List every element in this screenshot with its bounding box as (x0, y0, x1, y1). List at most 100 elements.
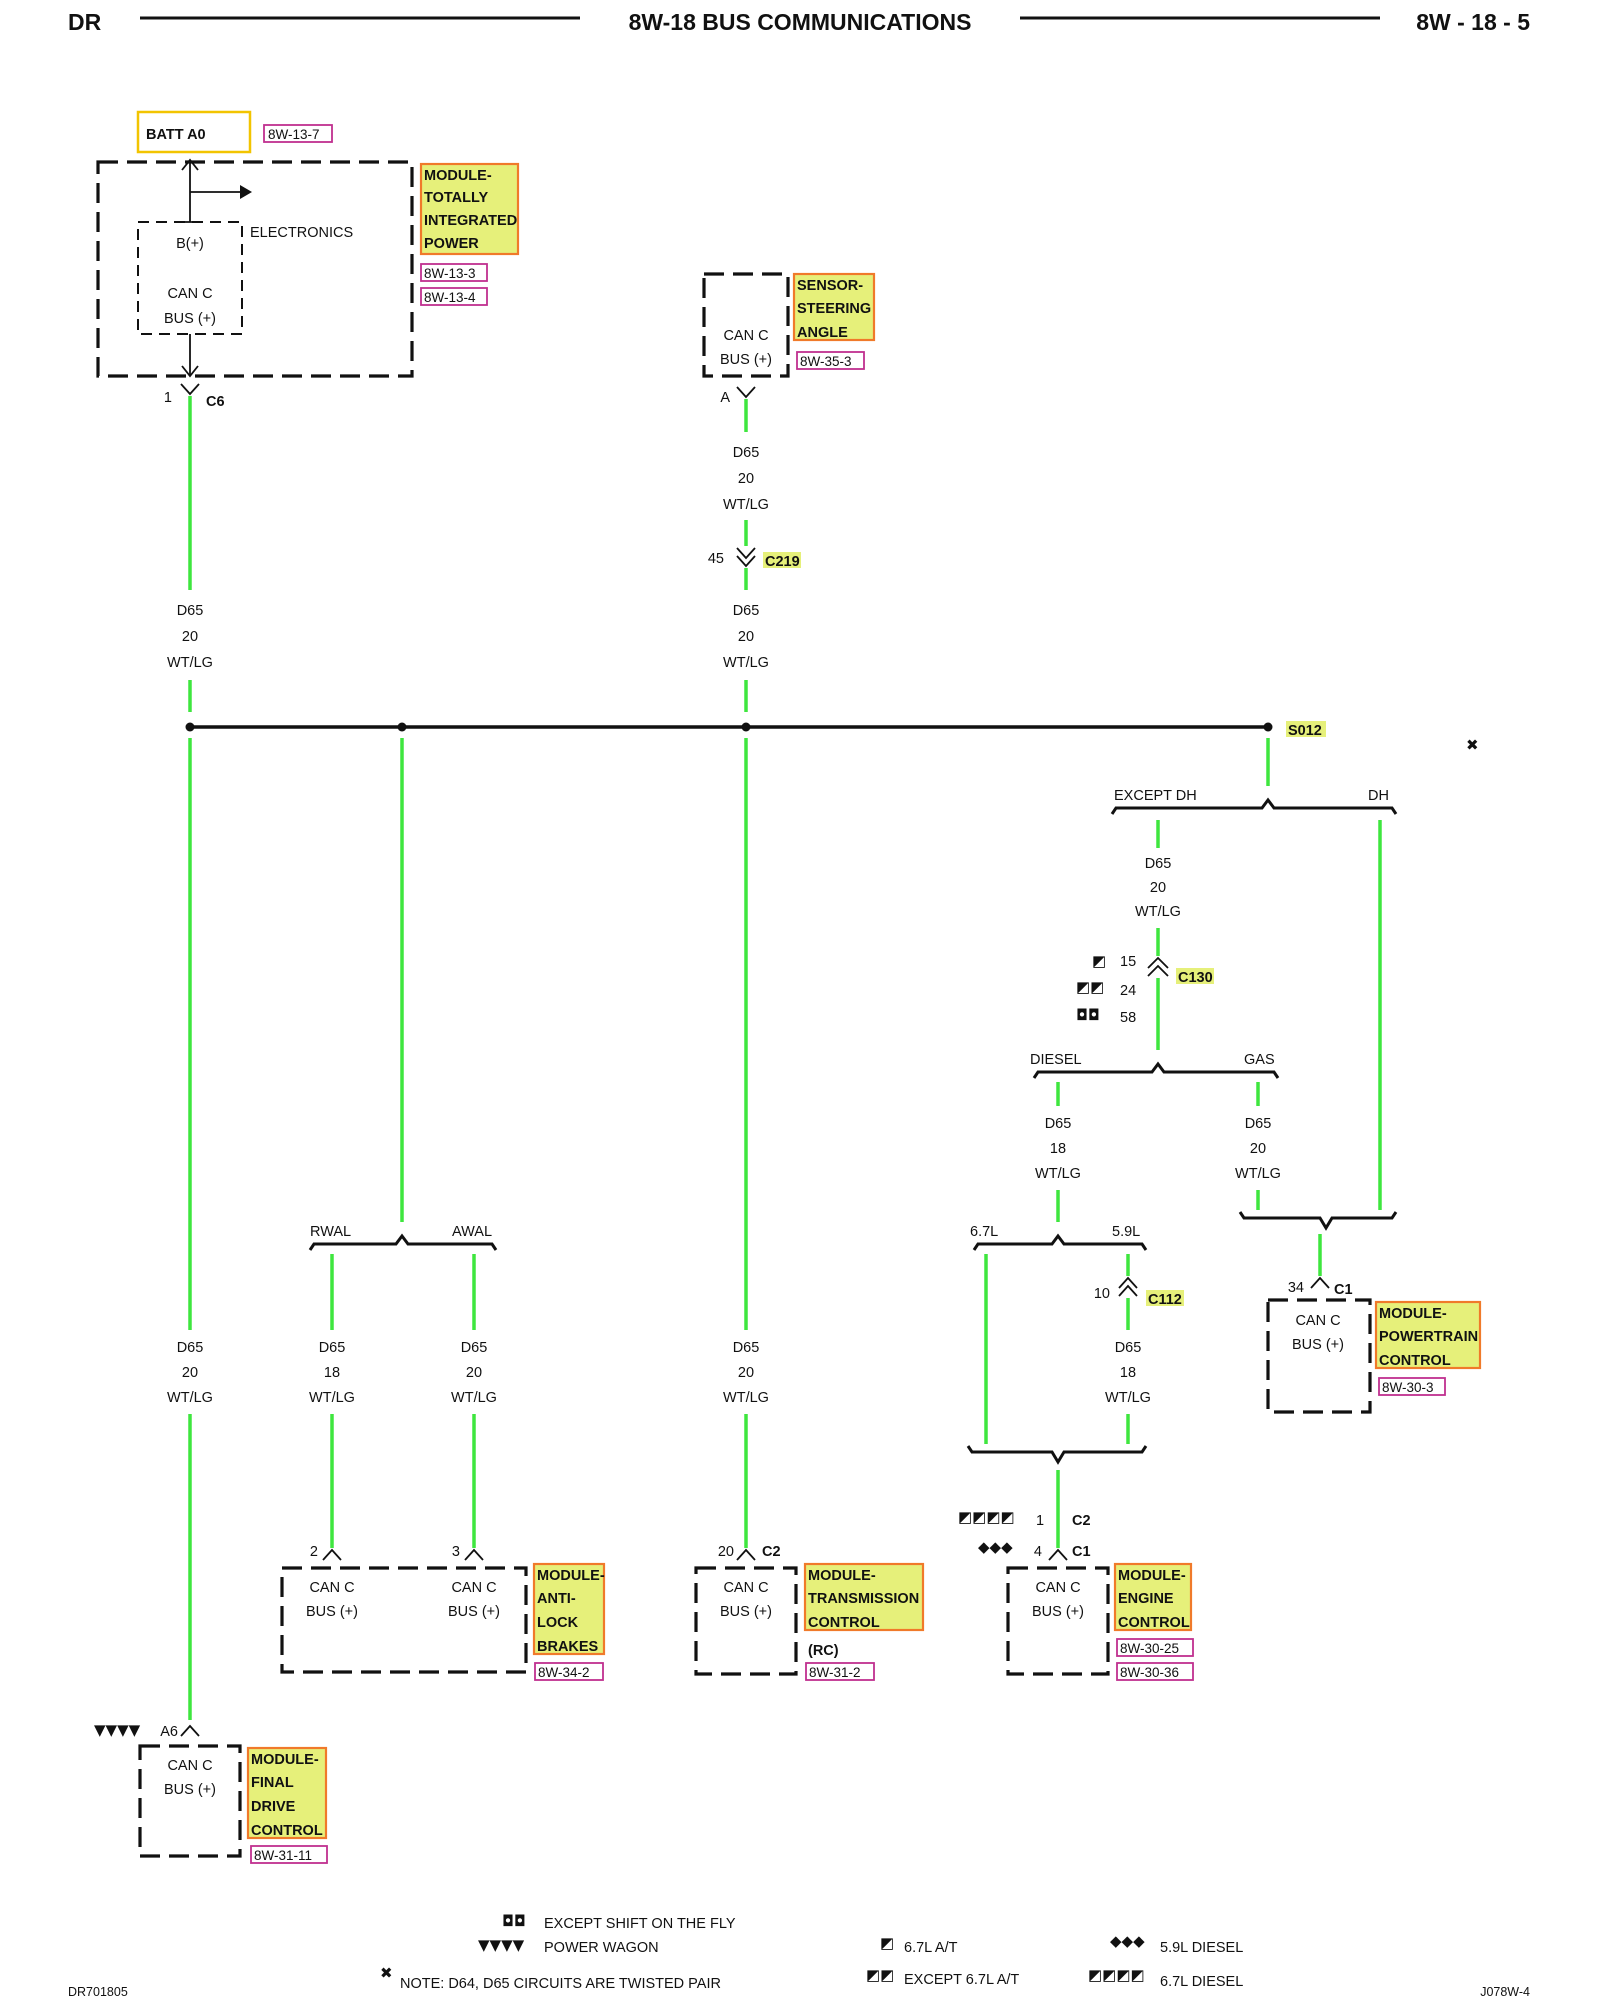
ecm-bus-label: BUS (+) (1032, 1604, 1084, 1620)
note-twisted-icon: ✖ (380, 1964, 393, 1982)
sas-name-1: SENSOR- (797, 278, 863, 294)
c130-pin58-symbol: ◘◘ (1076, 1006, 1100, 1024)
abs-module: 2 3 CAN C BUS (+) CAN C BUS (+) MODULE- … (280, 1544, 606, 1681)
tcm-module: 20 C2 CAN C BUS (+) MODULE- TRANSMISSION… (694, 1544, 925, 1681)
abs-name-4: BRAKES (537, 1639, 599, 1655)
abs-bus-right: BUS (+) (448, 1604, 500, 1620)
sas-name-2: STEERING (797, 301, 871, 317)
exdh-wire-color: WT/LG (1135, 904, 1181, 920)
pcm-merge: 34 C1 (1238, 1211, 1398, 1298)
tcm-connector: C2 (762, 1544, 781, 1560)
abs-ref[interactable]: 8W-34-2 (538, 1665, 590, 1680)
c130-pin24-symbol: ◩◩ (1076, 978, 1104, 996)
tcm-name-2: TRANSMISSION (808, 1591, 919, 1607)
abs-name-1: MODULE- (537, 1568, 605, 1584)
exdh-wire-gauge: 20 (1150, 880, 1166, 896)
sas-name-box (792, 272, 876, 342)
pcm-ref[interactable]: 8W-30-3 (1382, 1380, 1434, 1395)
tipm-name-box (419, 162, 520, 256)
branch-dh: DH (1368, 788, 1389, 804)
pcm-module: CAN C BUS (+) MODULE- POWERTRAIN CONTROL… (1266, 1298, 1482, 1414)
fdcm-ref[interactable]: 8W-31-11 (254, 1848, 312, 1863)
tipm-electronics: ELECTRONICS (250, 225, 353, 241)
tcm-name-1: MODULE- (808, 1568, 876, 1584)
ecm-connector2: C1 (1072, 1544, 1091, 1560)
ecm-outline (1006, 1566, 1110, 1676)
tipm-ref-2[interactable]: 8W-13-4 (424, 290, 476, 305)
tipm-pin: 1 (164, 390, 172, 406)
sas-ref[interactable]: 8W-35-3 (800, 354, 852, 369)
tcm-bus-label: BUS (+) (720, 1604, 772, 1620)
wire-label-color: WT/LG (167, 655, 213, 671)
gas-wire-gauge: 20 (1250, 1141, 1266, 1157)
ecm-module: CAN C BUS (+) MODULE- ENGINE CONTROL 8W-… (1006, 1562, 1194, 1681)
legend-symbol-except-67-at: ◩◩ (866, 1966, 894, 1984)
branch-67l: 6.7L (970, 1224, 998, 1240)
footer-left-id: DR701805 (68, 1985, 128, 1999)
wire-label-circuit: D65 (177, 603, 204, 619)
legend-symbol-shift-on-fly: ◘◘ (502, 1912, 526, 1930)
tipm-ref-1[interactable]: 8W-13-3 (424, 266, 476, 281)
awal-wire-circuit: D65 (461, 1340, 488, 1356)
abs-name-2: ANTI- (537, 1591, 576, 1607)
footer-right-id: J078W-4 (1480, 1985, 1530, 1999)
branch-59l: 5.9L (1112, 1224, 1140, 1240)
gas-wire-circuit: D65 (1245, 1116, 1272, 1132)
c219-connector: C219 (765, 554, 800, 570)
fuel-branch: DIESEL GAS D65 18 WT/LG D65 20 WT/LG (1030, 1052, 1281, 1222)
pcm-name-3: CONTROL (1379, 1353, 1451, 1369)
branch-except-dh: EXCEPT DH (1114, 788, 1197, 804)
gas-wire-color: WT/LG (1235, 1166, 1281, 1182)
tipm-module: BATT A0 8W-13-7 B(+) ELECTRONICS CAN C B… (96, 110, 520, 410)
ecm-pin1: 1 (1036, 1513, 1044, 1529)
pcm-name-box (1374, 1300, 1482, 1370)
c130-pin58: 58 (1120, 1010, 1136, 1026)
c112-connector: C112 (1148, 1292, 1182, 1308)
tcm-wire-gauge: 20 (738, 1365, 754, 1381)
sas-wire-gauge: 20 (738, 471, 754, 487)
sas-pin: A (720, 390, 730, 406)
tipm-connector: C6 (206, 394, 225, 410)
tipm-bplus: B(+) (176, 236, 204, 252)
ecm-ref-1[interactable]: 8W-30-25 (1120, 1641, 1179, 1656)
fdcm-pin: A6 (160, 1724, 178, 1740)
sas-name-3: ANGLE (797, 325, 848, 341)
ecm-ref-2[interactable]: 8W-30-36 (1120, 1665, 1179, 1680)
c130-connector: C130 (1178, 970, 1213, 986)
ecm-name-2: ENGINE (1118, 1591, 1174, 1607)
legend-symbol-67-diesel: ◩◩◩◩ (1088, 1966, 1145, 1984)
ecm-name-3: CONTROL (1118, 1615, 1190, 1631)
wire-tipm: D65 20 WT/LG (167, 396, 213, 712)
page-header: DR 8W-18 BUS COMMUNICATIONS 8W - 18 - 5 (68, 9, 1530, 35)
fdcm-name-2: FINAL (251, 1775, 294, 1791)
pcm-pin: 34 (1288, 1280, 1304, 1296)
tcm-wire-color: WT/LG (723, 1390, 769, 1406)
fdcm-wire-gauge: 20 (182, 1365, 198, 1381)
batt-a0-ref[interactable]: 8W-13-7 (268, 127, 320, 142)
legend-text-67-at: 6.7L A/T (904, 1940, 958, 1956)
fdcm-wire-circuit: D65 (177, 1340, 204, 1356)
legend: ◘◘ EXCEPT SHIFT ON THE FLY ▼▼▼▼ POWER WA… (68, 1912, 1530, 1999)
branch-diesel: DIESEL (1030, 1052, 1082, 1068)
legend-text-power-wagon: POWER WAGON (544, 1940, 659, 1956)
lower-wire-labels: D65 20 WT/LG D65 18 WT/LG D65 20 WT/LG D… (167, 1340, 769, 1406)
fdcm-bus-label: BUS (+) (164, 1782, 216, 1798)
59l-wire-color: WT/LG (1105, 1390, 1151, 1406)
c130-pin15: 15 (1120, 954, 1136, 970)
batt-a0-label-box (136, 110, 252, 154)
tcm-can-label: CAN C (723, 1580, 768, 1596)
wire-label-gauge: 20 (182, 629, 198, 645)
pcm-can-label: CAN C (1295, 1313, 1340, 1329)
sas-wire-color: WT/LG (723, 497, 769, 513)
tcm-ref[interactable]: 8W-31-2 (809, 1665, 861, 1680)
page-title: 8W-18 BUS COMMUNICATIONS (629, 9, 972, 35)
tcm-pin: 20 (718, 1544, 734, 1560)
diesel-wire-color: WT/LG (1035, 1166, 1081, 1182)
abs-outline (280, 1566, 528, 1674)
ecm-can-label: CAN C (1035, 1580, 1080, 1596)
legend-text-67-diesel: 6.7L DIESEL (1160, 1974, 1243, 1990)
ecm-connectors: ◩◩◩◩ 1 C2 ◆◆◆ 4 C1 (958, 1508, 1091, 1561)
legend-text-shift-on-fly: EXCEPT SHIFT ON THE FLY (544, 1916, 736, 1932)
awal-wire-gauge: 20 (466, 1365, 482, 1381)
